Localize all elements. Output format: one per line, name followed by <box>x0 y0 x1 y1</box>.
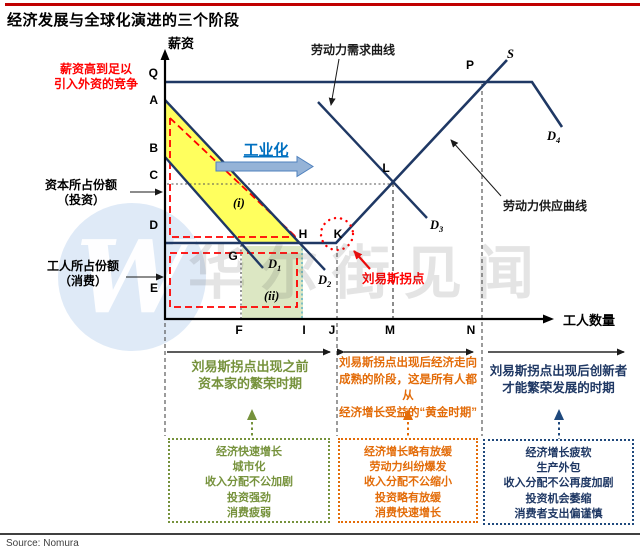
x-tick-n: N <box>467 323 476 337</box>
stage1-box-item: 投资强劲 <box>227 491 271 504</box>
stage1-box-item: 消费疲弱 <box>227 506 271 519</box>
stage3-box-item: 经济增长疲软 <box>525 447 592 459</box>
capital-share-label: 资本所占份额 （投资） <box>28 178 134 207</box>
stage3-label: 刘易斯拐点出现后创新者 才能繁荣发展的时期 <box>482 363 635 397</box>
wage-note-line1: 薪资高到足以 <box>59 62 132 76</box>
stage1-connector-arrowhead <box>247 409 257 420</box>
region-ii-label: (ii) <box>264 289 279 303</box>
demand-curve-label: 劳动力需求曲线 <box>311 42 395 57</box>
stage2-label-line3: 经济增长受益的“黄金时期” <box>339 406 477 419</box>
curve-label-d1: D1 <box>267 257 281 273</box>
wage-note-line2: 引入外资的竞争 <box>53 76 138 91</box>
stage2-label-line2: 成熟的阶段，这是所有人都从 <box>339 373 477 403</box>
x-tick-j: J <box>329 323 336 337</box>
stage2-label: 刘易斯拐点出现后经济走向 成熟的阶段，这是所有人都从 经济增长受益的“黄金时期” <box>336 355 480 421</box>
y-tick-c: C <box>149 168 158 182</box>
y-tick-d: D <box>149 218 158 232</box>
point-k: K <box>334 227 343 241</box>
supply-curve-pointer <box>450 139 502 197</box>
stage1-box: 经济快速增长 城市化 收入分配不公加剧 投资强劲 消费疲弱 <box>168 438 330 523</box>
x-tick-i: I <box>302 323 305 337</box>
y-tick-b: B <box>149 141 158 155</box>
x-axis-label: 工人数量 <box>563 313 615 328</box>
stage2-box-item: 经济增长略有放缓 <box>364 446 452 458</box>
lewis-point-circle <box>319 216 355 252</box>
stage3-box-item: 收入分配不公再度加剧 <box>503 477 614 490</box>
stage2-box-item: 劳动力纠纷爆发 <box>369 461 447 474</box>
demand-curve-pointer <box>328 58 340 106</box>
wage-note: 薪资高到足以 引入外资的竞争 <box>44 62 148 91</box>
point-g: G <box>228 249 237 263</box>
worker-share-line1: 工人所占份额 <box>46 259 119 273</box>
point-l: L <box>382 161 389 175</box>
y-axis-label: 薪资 <box>168 36 194 51</box>
consumption-region <box>242 246 303 318</box>
stage3-box-item: 投资机会萎缩 <box>525 492 592 505</box>
title-rule <box>5 3 640 6</box>
stage1-box-item: 经济快速增长 <box>216 446 282 458</box>
curve-label-d3: D3 <box>429 218 444 234</box>
labor-supply-curve <box>165 59 508 245</box>
lewis-point-label: 刘易斯拐点 <box>362 271 425 286</box>
curve-label-d4: D4 <box>546 129 560 145</box>
point-s: S <box>507 47 514 61</box>
curve-label-d2: D2 <box>317 273 332 289</box>
y-tick-q: Q <box>149 66 158 80</box>
industrialization-arrow <box>215 155 314 178</box>
supply-curve-label: 劳动力供应曲线 <box>503 198 587 213</box>
stage2-box-item: 收入分配不公缩小 <box>364 476 452 489</box>
stage3-box: 经济增长疲软 生产外包 收入分配不公再度加剧 投资机会萎缩 消费者支出偏谨慎 <box>483 439 634 525</box>
stage1-box-item: 收入分配不公加剧 <box>205 476 293 489</box>
lewis-point-pointer <box>353 250 371 270</box>
point-p: P <box>466 58 474 72</box>
stage1-label-line1: 刘易斯拐点出现之前 <box>191 359 309 374</box>
worker-share-dashed-outline <box>169 252 298 308</box>
industrialization-label: 工业化 <box>243 141 288 159</box>
x-tick-f: F <box>235 323 242 337</box>
top-wage-line <box>165 80 564 128</box>
worker-share-label: 工人所占份额 （消费） <box>30 259 136 288</box>
region-i-label: (i) <box>233 196 245 210</box>
worker-share-line2: （消费） <box>58 273 107 288</box>
footer-rule <box>0 533 640 535</box>
capital-share-line1: 资本所占份额 <box>44 178 117 192</box>
demand-curve-d3 <box>317 101 428 219</box>
capital-share-line2: （投资） <box>56 192 105 207</box>
stage3-label-line1: 刘易斯拐点出现后创新者 <box>489 364 628 378</box>
stage2-box-item: 消费快速增长 <box>375 506 441 519</box>
demand-curve-d2 <box>164 99 326 271</box>
stage1-label: 刘易斯拐点出现之前 资本家的繁荣时期 <box>167 358 333 392</box>
y-tick-a: A <box>149 93 158 107</box>
stage3-box-item: 消费者支出偏谨慎 <box>514 507 603 520</box>
stage1-label-line2: 资本家的繁荣时期 <box>197 376 302 391</box>
stage2-box: 经济增长略有放缓 劳动力纠纷爆发 收入分配不公缩小 投资略有放缓 消费快速增长 <box>338 438 478 523</box>
source-note: Source: Nomura <box>6 538 79 549</box>
demand-curve-d1 <box>164 156 264 269</box>
x-tick-m: M <box>385 323 395 337</box>
stage2-connector-arrowhead <box>403 409 413 420</box>
x-axis-arrowhead <box>543 314 554 324</box>
y-axis-arrowhead <box>160 49 170 60</box>
stage3-label-line2: 才能繁荣发展的时期 <box>502 381 615 395</box>
page-title: 经济发展与全球化演进的三个阶段 <box>7 12 240 29</box>
y-tick-e: E <box>150 281 158 295</box>
stage2-box-item: 投资略有放缓 <box>375 491 441 504</box>
stage3-box-item: 生产外包 <box>536 462 581 475</box>
stage3-connector-arrowhead <box>554 409 564 420</box>
stage2-label-line1: 刘易斯拐点出现后经济走向 <box>339 357 477 369</box>
stage1-box-item: 城市化 <box>232 461 266 474</box>
point-h: H <box>299 227 308 241</box>
